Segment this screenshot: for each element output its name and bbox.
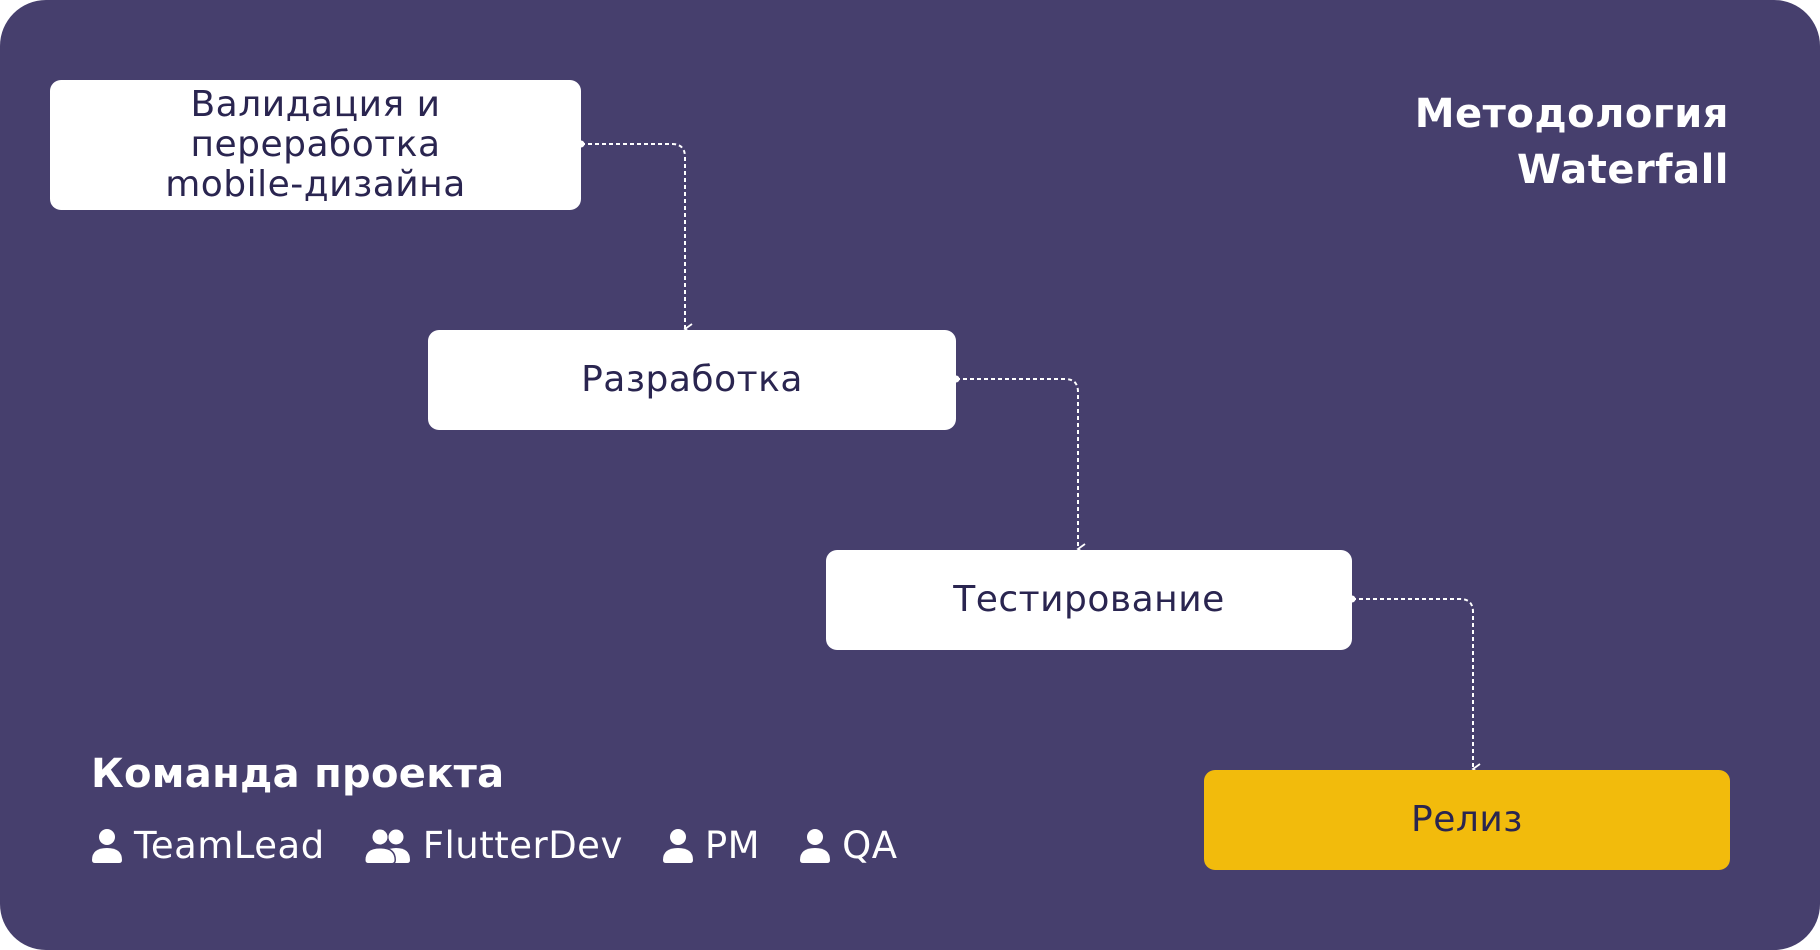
step-development-label: Разработка — [581, 359, 803, 400]
team-member-name: FlutterDev — [422, 824, 623, 867]
connector-testing-to-release — [1352, 598, 1481, 775]
team-member-name: QA — [842, 824, 898, 867]
step-release: Релиз — [1204, 770, 1730, 870]
user-icon — [798, 828, 832, 864]
team-member-qa: QA — [798, 824, 897, 868]
team-member-name: TeamLead — [134, 824, 325, 867]
team-member-pm: PM — [661, 824, 760, 868]
user-icon — [90, 828, 124, 864]
connector-development-to-testing — [956, 378, 1086, 555]
team-member-flutterdev: FlutterDev — [363, 824, 623, 868]
step-testing: Тестирование — [826, 550, 1352, 650]
step-validation: Валидация и переработка mobile-дизайна — [50, 80, 581, 210]
step-development: Разработка — [428, 330, 956, 430]
diagram-title-line-1: Методология — [1414, 91, 1729, 137]
team-member-name: PM — [704, 824, 761, 867]
diagram-title: Методология Waterfall — [1329, 86, 1729, 198]
team-members-list: TeamLead FlutterDev — [90, 820, 898, 872]
diagram-title-line-2: Waterfall — [1517, 147, 1729, 193]
team-member-teamlead: TeamLead — [90, 824, 325, 868]
user-icon — [661, 828, 695, 864]
step-validation-label: Валидация и переработка mobile-дизайна — [165, 84, 466, 205]
connector-validation-to-development — [581, 143, 693, 335]
step-release-label: Релиз — [1411, 799, 1523, 840]
step-testing-label: Тестирование — [953, 579, 1225, 620]
users-icon — [363, 828, 413, 864]
team-heading: Команда проекта — [91, 751, 505, 797]
